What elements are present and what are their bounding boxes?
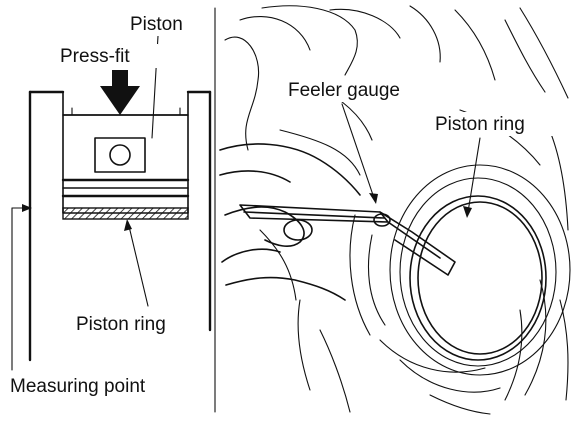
engine-block-illustration	[224, 5, 569, 415]
piston-ring-leader	[127, 221, 149, 307]
piston-pin-boss	[94, 137, 146, 173]
cylinder-bore	[389, 164, 571, 376]
press-fit-arrow	[100, 70, 140, 115]
feeler-gauge-leader	[341, 103, 375, 199]
feeler-gauge-label: Feeler gauge	[288, 80, 400, 101]
measuring-point-label: Measuring point	[10, 376, 146, 397]
piston-ring-left-label: Piston ring	[76, 314, 166, 335]
thumb-icon	[283, 219, 313, 241]
hand-illustration	[219, 143, 361, 301]
feeler-gauge	[239, 204, 456, 276]
piston-ring-right-label: Piston ring	[435, 114, 525, 135]
piston-pin-hole	[109, 144, 131, 166]
measuring-point-marker	[11, 204, 32, 371]
press-fit-label: Press-fit	[60, 46, 130, 67]
piston-ring-in-bore	[409, 195, 547, 361]
piston-ring-right-leader	[467, 137, 481, 213]
piston-ring-hatched	[62, 207, 189, 220]
piston-label: Piston	[130, 14, 183, 35]
piston-cross-section	[11, 35, 212, 371]
piston-body	[61, 91, 190, 214]
